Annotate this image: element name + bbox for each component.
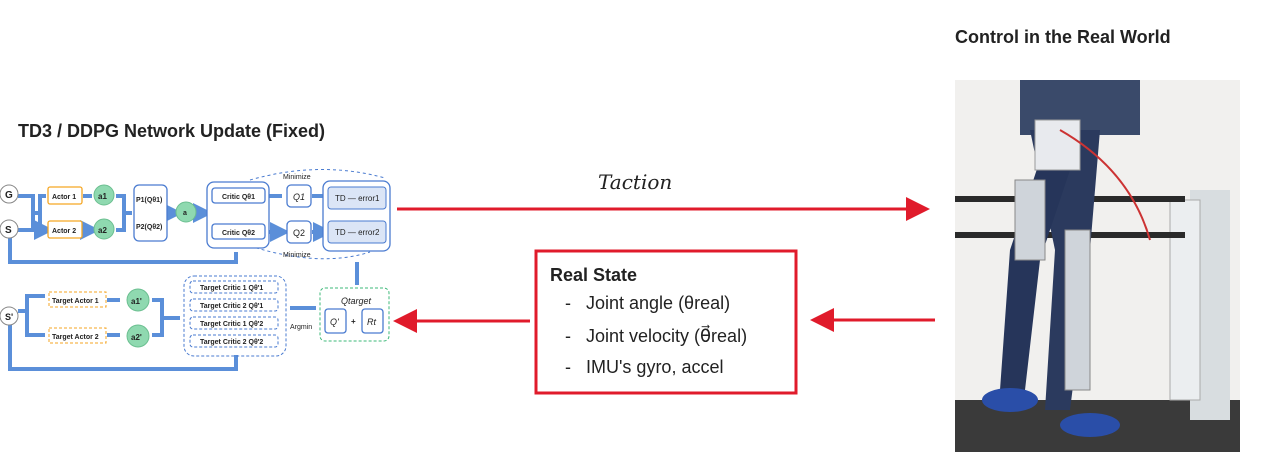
svg-text:-: -: [565, 293, 571, 313]
node-s: S: [0, 219, 19, 239]
svg-text:Target Actor 1: Target Actor 1: [52, 298, 99, 305]
svg-text:TD — error1: TD — error1: [335, 194, 380, 203]
real-state-box: Real State - Joint angle (θreal) - Joint…: [534, 249, 798, 395]
node-a2-prime: a2': [126, 324, 150, 348]
actor-2: Actor 2: [47, 220, 83, 239]
target-critic: Target Critic 2 Qθ'2: [189, 334, 279, 348]
node-a: a: [175, 201, 197, 223]
svg-text:a2': a2': [131, 333, 142, 342]
svg-text:P1(Qθ1): P1(Qθ1): [136, 197, 162, 204]
q-target-box: Qtarget Q' + Rt: [319, 287, 390, 342]
target-critic-list: Target Critic 1 Qθ'1 Target Critic 2 Qθ'…: [189, 280, 279, 348]
svg-text:Target Critic 1 Qθ'1: Target Critic 1 Qθ'1: [200, 285, 263, 292]
q2-box: Q2: [286, 220, 312, 244]
svg-text:-: -: [565, 357, 571, 377]
node-g: G: [0, 184, 19, 204]
target-critic: Target Critic 1 Qθ'2: [189, 316, 279, 330]
svg-text:Target Critic 2 Qθ'2: Target Critic 2 Qθ'2: [200, 339, 263, 346]
real-state-item: Joint angle (θreal): [586, 293, 730, 313]
real-state-title: Real State: [550, 265, 637, 285]
node-a2: a2: [93, 218, 115, 240]
node-s-prime: S': [0, 306, 19, 326]
svg-text:Critic Qθ2: Critic Qθ2: [222, 230, 255, 237]
svg-text:Qtarget: Qtarget: [341, 296, 372, 306]
real-state-item: Joint velocity (θ⃗real): [586, 325, 747, 346]
left-title: TD3 / DDPG Network Update (Fixed): [18, 121, 325, 141]
minimize-arrow-bottom: [249, 245, 371, 260]
node-a1: a1: [93, 184, 115, 206]
minimize-arrow-top: [249, 169, 386, 181]
svg-text:Q1: Q1: [293, 192, 305, 202]
svg-text:Target Critic 1 Qθ'2: Target Critic 1 Qθ'2: [200, 321, 263, 328]
q1-box: Q1: [286, 184, 312, 208]
policy-box: P1(Qθ1) P2(Qθ2): [133, 184, 168, 242]
svg-text:Actor 2: Actor 2: [52, 228, 76, 235]
td-error-2: TD — error2: [327, 220, 387, 244]
target-actor-1: Target Actor 1: [48, 291, 107, 308]
minimize-bottom-label: Minimize: [283, 252, 311, 259]
svg-text:+: +: [351, 317, 356, 326]
target-actor-2: Target Actor 2: [48, 327, 107, 344]
svg-text:Actor 1: Actor 1: [52, 194, 76, 201]
svg-text:Critic Qθ1: Critic Qθ1: [222, 194, 255, 201]
svg-text:-: -: [565, 326, 571, 346]
svg-text:Target Critic 2 Qθ'1: Target Critic 2 Qθ'1: [200, 303, 263, 310]
critic-2: Critic Qθ2: [211, 223, 266, 240]
svg-text:Target Actor 2: Target Actor 2: [52, 334, 99, 341]
svg-text:a1': a1': [131, 297, 142, 306]
target-critic-group: [183, 275, 287, 357]
svg-text:Q2: Q2: [293, 228, 305, 238]
right-title: Control in the Real World: [955, 27, 1171, 47]
critic-1: Critic Qθ1: [211, 187, 266, 204]
svg-text:a: a: [183, 210, 187, 217]
svg-text:TD — error2: TD — error2: [335, 228, 380, 237]
svg-text:Rt: Rt: [367, 317, 376, 327]
svg-text:P2(Qθ2): P2(Qθ2): [136, 224, 162, 231]
target-critic: Target Critic 2 Qθ'1: [189, 298, 279, 312]
svg-text:S: S: [5, 225, 12, 236]
svg-text:a2: a2: [98, 226, 107, 235]
minimize-top-label: Minimize: [283, 174, 311, 181]
actor-1: Actor 1: [47, 186, 83, 205]
svg-text:a1: a1: [98, 192, 107, 201]
node-a1-prime: a1': [126, 288, 150, 312]
real-state-item: IMU's gyro, accel: [586, 357, 723, 377]
svg-text:Q': Q': [330, 317, 339, 327]
td-error-1: TD — error1: [327, 186, 387, 210]
svg-text:G: G: [5, 190, 13, 201]
action-label: Taction: [598, 170, 672, 194]
svg-text:S': S': [5, 312, 13, 322]
argmin-label: Argmin: [290, 324, 312, 331]
target-critic: Target Critic 1 Qθ'1: [189, 280, 279, 294]
exoskeleton-photo: [955, 80, 1240, 452]
